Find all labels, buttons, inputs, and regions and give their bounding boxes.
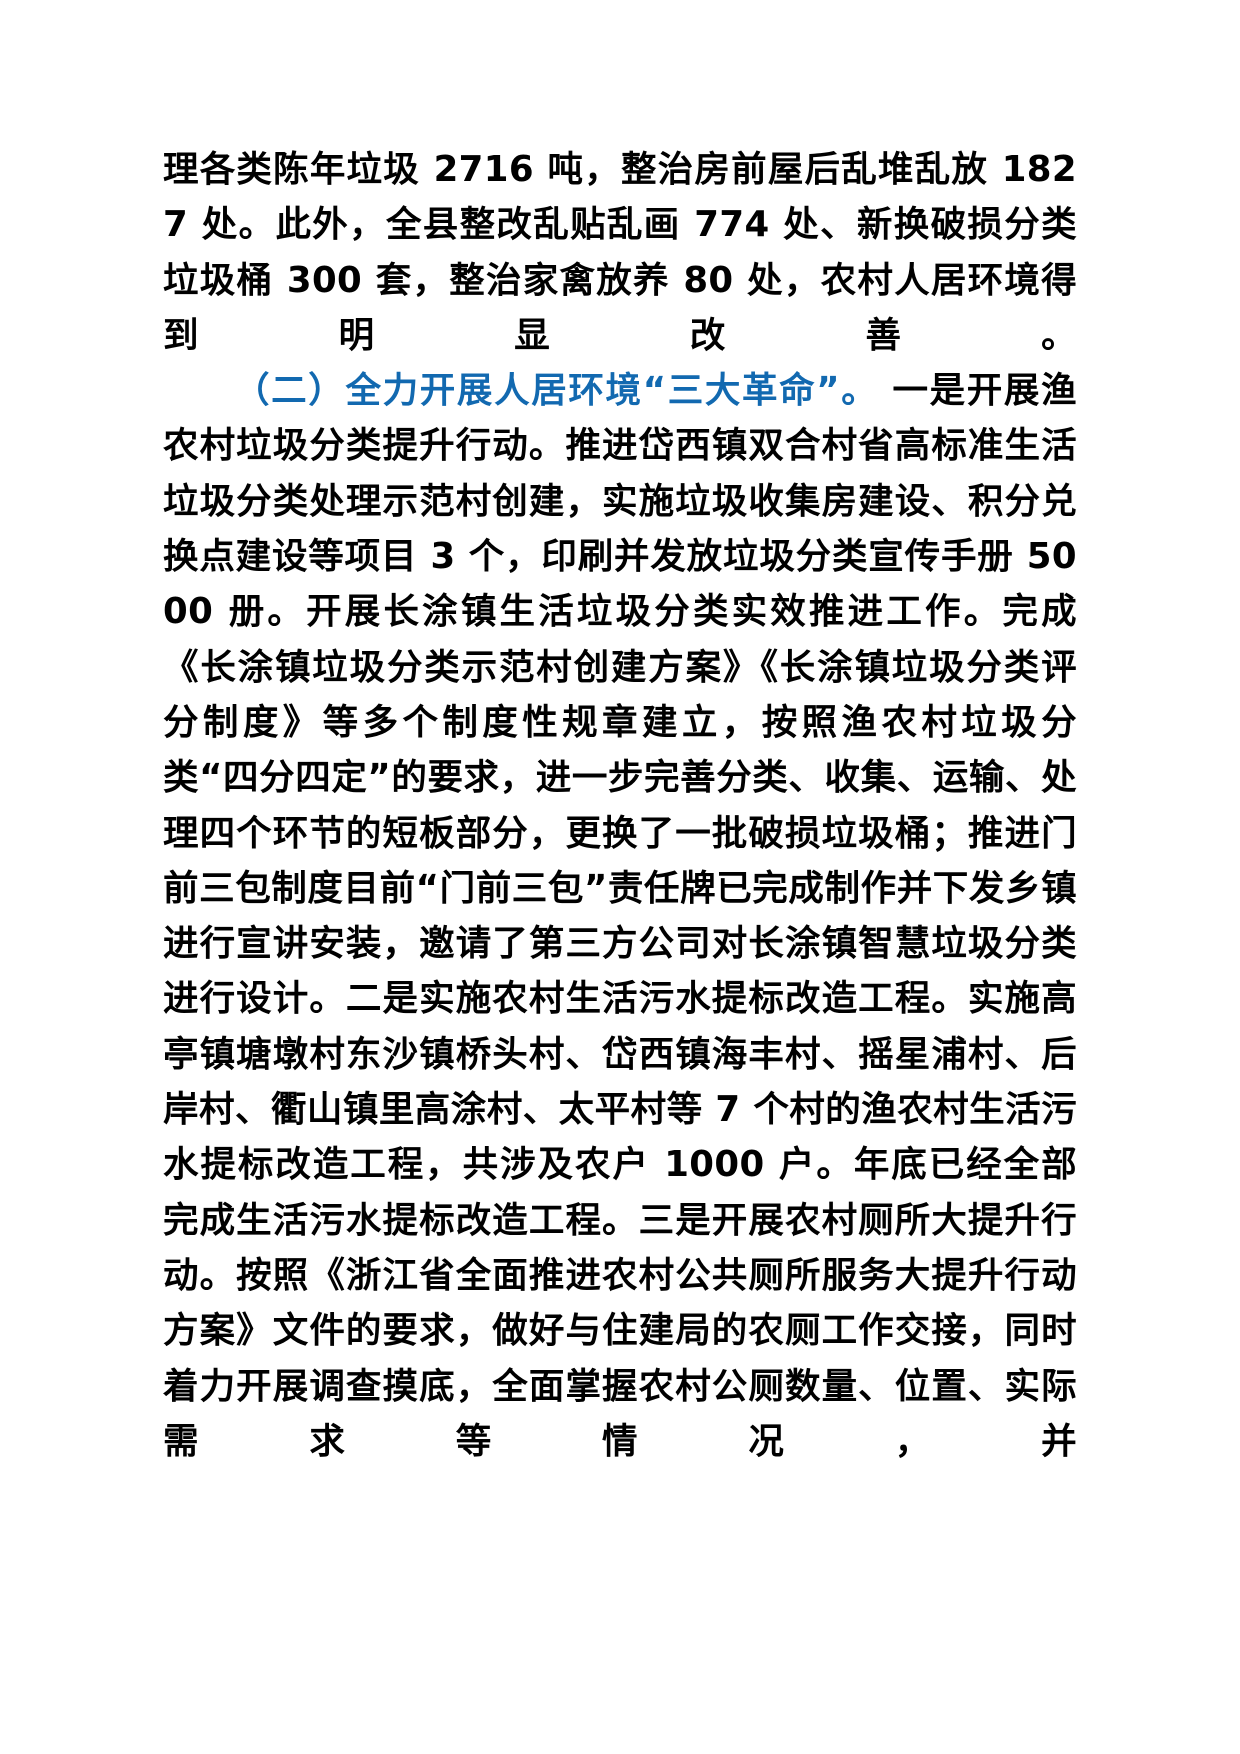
body-text-run: 一是开展渔农村垃圾分类提升行动。推进岱西镇双合村省高标准生活垃圾分类处理示范村创…: [163, 370, 1077, 1462]
body-text-run: 理各类陈年垃圾 2716 吨，整治房前屋后乱堆乱放 1827 处。此外，全县整改…: [163, 149, 1077, 356]
section-heading-blue: （二）全力开展人居环境“三大革命”。: [234, 370, 879, 412]
paragraph: （二）全力开展人居环境“三大革命”。 一是开展渔农村垃圾分类提升行动。推进岱西镇…: [163, 363, 1077, 1469]
paragraph: 理各类陈年垃圾 2716 吨，整治房前屋后乱堆乱放 1827 处。此外，全县整改…: [163, 142, 1077, 363]
document-text-column: 理各类陈年垃圾 2716 吨，整治房前屋后乱堆乱放 1827 处。此外，全县整改…: [163, 142, 1077, 1469]
